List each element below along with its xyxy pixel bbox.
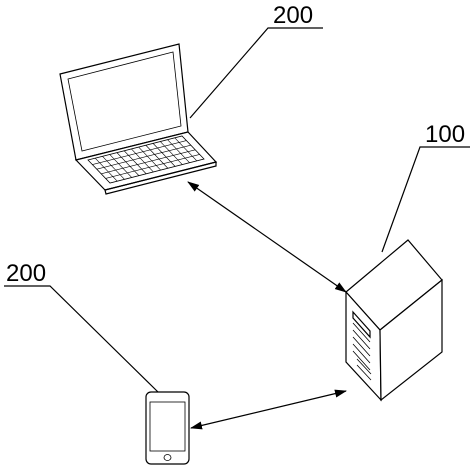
keyboard-gridline	[123, 150, 147, 174]
keyboard-gridline	[105, 154, 200, 179]
laptop-leader-line	[189, 27, 323, 119]
server-label: 100	[425, 121, 465, 148]
server-leader-line	[381, 146, 470, 253]
keyboard-gridline	[131, 148, 154, 173]
keyboard-gridline	[95, 157, 118, 182]
laptop-keyboard	[92, 137, 200, 182]
keyboard-gridline	[109, 154, 132, 178]
keyboard-gridline	[167, 139, 190, 163]
phone-leader-line	[4, 285, 159, 393]
keyboard-gridline	[92, 140, 187, 165]
phone-label: 200	[6, 260, 46, 287]
keyboard-gridline	[152, 143, 176, 167]
phone-server-arrow	[190, 389, 347, 430]
keyboard-gridline	[96, 144, 191, 170]
laptop-icon	[59, 43, 218, 195]
keyboard-gridline	[101, 149, 196, 175]
server-icon	[345, 239, 443, 402]
keyboard-gridline	[116, 152, 140, 176]
keyboard-gridline	[138, 146, 161, 171]
keyboard-gridline	[174, 137, 197, 162]
keyboard-gridline	[145, 145, 169, 169]
laptop-server-arrow	[187, 181, 347, 293]
laptop-label: 200	[273, 2, 313, 29]
keyboard-gridline	[160, 141, 183, 165]
keyboard-gridline	[102, 156, 125, 180]
phone-icon	[145, 391, 190, 465]
